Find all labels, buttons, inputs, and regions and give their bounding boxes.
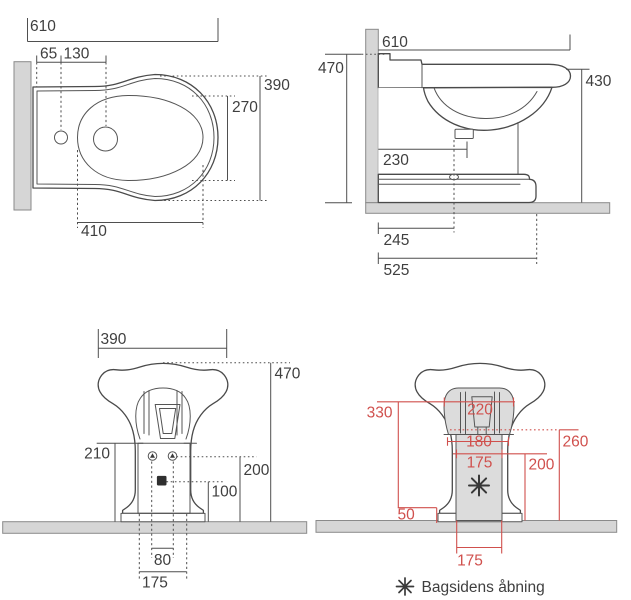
dim-side-height-rim: 430: [586, 73, 612, 90]
dim-front-hole-spacing: 80: [154, 552, 172, 569]
bowl-inner-profile: [433, 87, 538, 120]
front-shield-outline: [135, 387, 191, 440]
dim-side-drain-offset: 245: [384, 232, 410, 249]
dim-front-base-width: 175: [142, 575, 168, 592]
dim-rear-opening-width-mid: 180: [466, 434, 492, 451]
asterisk-star-icon: [395, 577, 415, 596]
rear-spout-slot: [471, 396, 493, 428]
rim-profile: [377, 53, 572, 89]
side-view: 610 470 430 230 245 525: [318, 28, 612, 279]
fixing-hole-markers: [150, 453, 175, 458]
dim-side-width-overall: 610: [382, 34, 408, 51]
dim-plan-hole-offset: 65: [40, 46, 57, 63]
front-view: 390 470 210 200 100 80 175: [2, 329, 308, 592]
inlet-spud: [454, 128, 474, 140]
plan-dimension-lines: [27, 18, 261, 223]
plan-extension-dashed: [36, 62, 204, 228]
dim-plan-bowl-width-inner: 270: [232, 99, 258, 116]
front-extension-dotted: [163, 362, 290, 483]
dim-rear-recess-height-mid: 200: [529, 457, 555, 474]
base-profile: [377, 173, 537, 204]
dim-rear-opening-height: 330: [367, 405, 393, 422]
side-extension-dashed: [453, 140, 538, 264]
bidet-outline-inner: [36, 78, 215, 197]
floor-section: [2, 521, 308, 534]
front-extension-dashed: [138, 461, 188, 581]
bidet-outline-outer: [32, 73, 219, 202]
dim-plan-depth-overall: 390: [264, 77, 290, 94]
dim-rear-base-width: 175: [457, 553, 483, 570]
dim-side-height-overall: 470: [318, 60, 344, 77]
floor-section: [315, 520, 618, 533]
inlet-square-hole: [156, 475, 167, 486]
rear-red-dimension-lines: [377, 397, 579, 554]
front-spout-slot: [154, 404, 181, 439]
dim-front-height-overall: 470: [275, 366, 301, 383]
legend: Bagsidens åbning: [395, 577, 545, 596]
asterisk-star-icon: [468, 474, 490, 497]
column-panel: [137, 442, 191, 514]
plinth: [120, 512, 206, 523]
dim-plan-hole-spacing: 130: [64, 46, 90, 63]
bowl-rim: [77, 95, 204, 181]
dim-rear-opening-width: 175: [467, 455, 493, 472]
front-shield-channels: [143, 390, 183, 436]
pedestal-body: [378, 87, 518, 175]
dim-side-height-inlet: 230: [383, 152, 409, 169]
dim-front-height-holes: 200: [244, 462, 270, 479]
dim-rear-recess-height: 260: [563, 434, 589, 451]
dim-rear-base-offset: 50: [398, 507, 416, 524]
wall-section: [13, 61, 32, 211]
dim-plan-width-overall: 610: [30, 18, 56, 35]
fixing-hole: [54, 130, 68, 145]
side-dimension-lines: [325, 34, 590, 264]
wall-section: [365, 28, 379, 204]
dim-side-depth-overall: 525: [384, 262, 410, 279]
dim-front-height-inlet: 100: [212, 484, 238, 501]
front-dimension-lines: [96, 329, 272, 573]
legend-label: Bagsidens åbning: [422, 579, 545, 596]
tap-hole: [93, 126, 118, 152]
floor-section: [365, 202, 611, 214]
plan-view: 610 65 130 390 270 410: [13, 18, 290, 240]
rear-recess-channels: [460, 391, 500, 435]
dim-rear-opening-width-top: 220: [467, 402, 493, 419]
bowl-belly-profile: [422, 86, 553, 131]
dim-plan-bowl-length: 410: [81, 223, 107, 240]
dim-front-height-shelf: 210: [84, 446, 110, 463]
dim-front-width-top: 390: [101, 331, 127, 348]
rear-view: 330 220 180 260 200 175 50 175: [315, 362, 618, 570]
